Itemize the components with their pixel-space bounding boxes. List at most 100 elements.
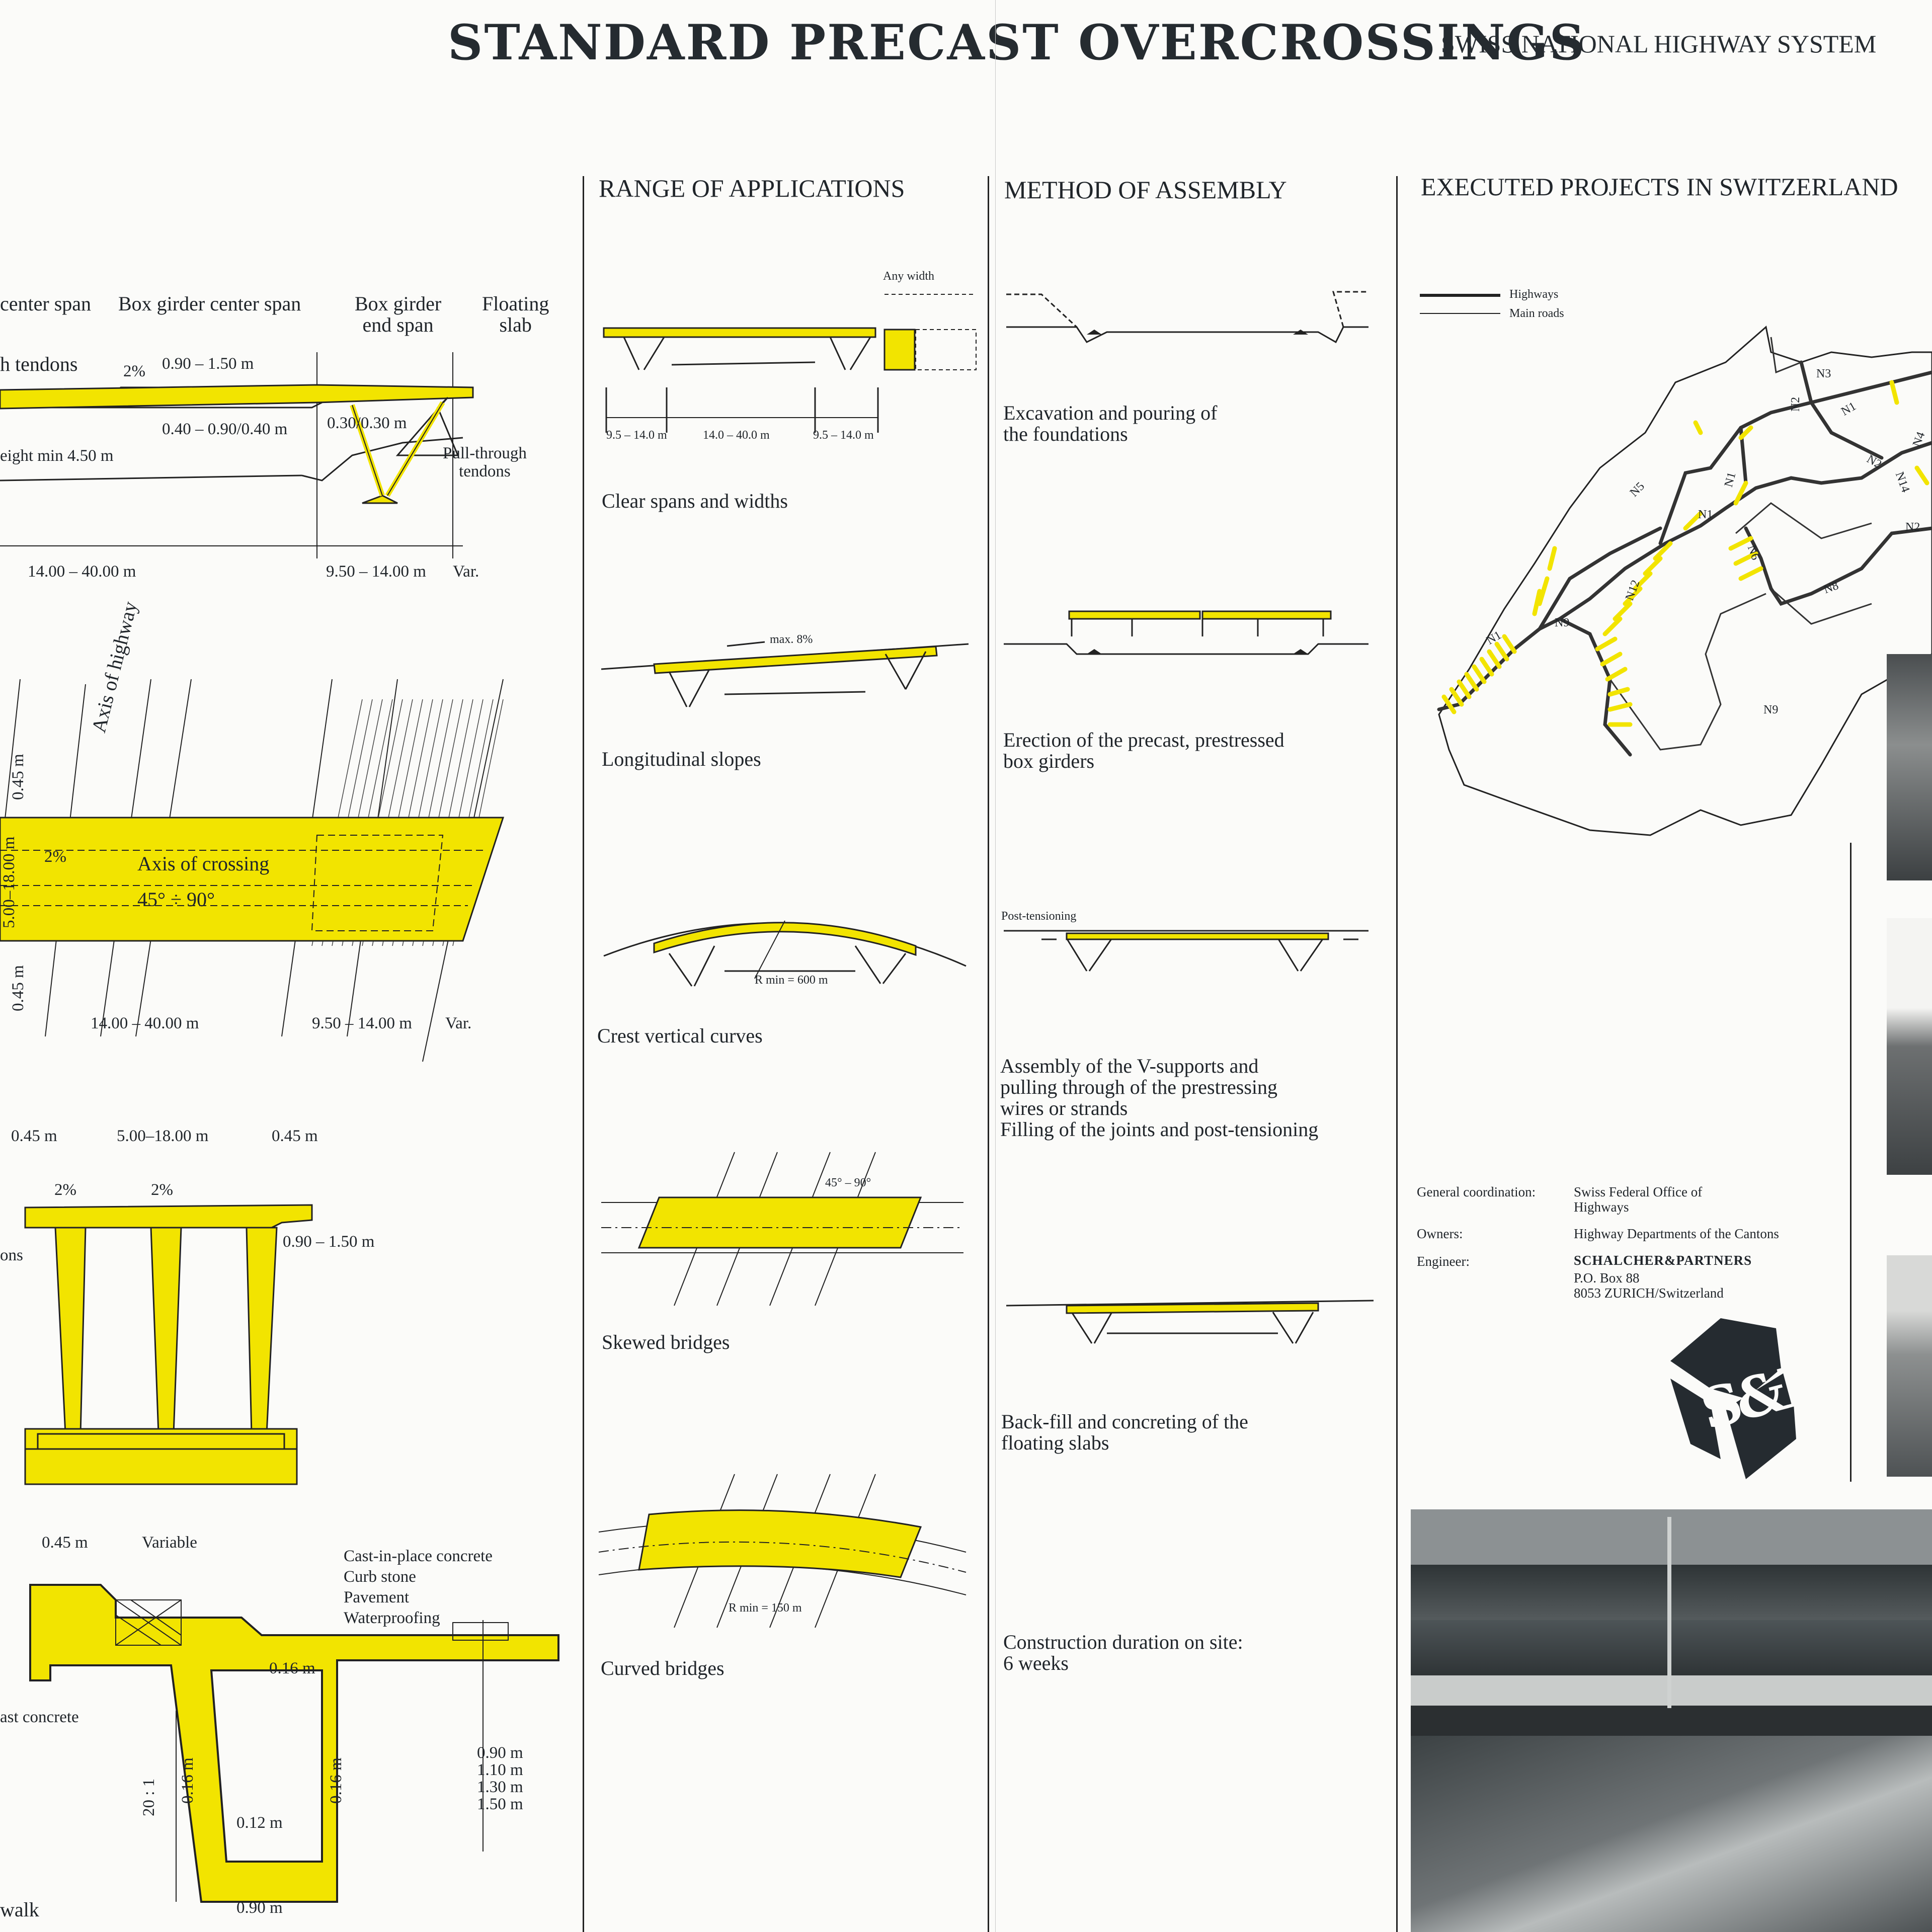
heading-projects: EXECUTED PROJECTS IN SWITZERLAND xyxy=(1421,173,1898,201)
fold-line xyxy=(995,0,996,1932)
detail-slab: 0.16 m xyxy=(269,1659,315,1677)
detail-web-right: 0.16 m xyxy=(327,1757,345,1804)
map-label-n2-east: N2 xyxy=(1905,521,1920,534)
elev-label-floating: Floating slab xyxy=(482,292,549,336)
map-label-n1-mid: N1 xyxy=(1722,470,1739,489)
detail-height-1: 0.90 m xyxy=(477,1744,523,1762)
map-label-n9-north: N9 xyxy=(1555,616,1570,629)
assembly-step-4: Back-fill and concreting of the floating… xyxy=(1001,1410,1248,1454)
assembly-step-1: Excavation and pouring of the foundation… xyxy=(1003,401,1218,445)
map-label-n1-west: N1 xyxy=(1698,508,1713,521)
map-label-n1-north: N1 xyxy=(1839,399,1859,419)
map-label-n8: N8 xyxy=(1822,579,1840,597)
page-title: STANDARD PRECAST OVERCROSSINGS xyxy=(448,14,1586,71)
detail-height-2: 1.10 m xyxy=(477,1761,523,1779)
section-right-edge: 0.45 m xyxy=(272,1127,318,1145)
divider-right xyxy=(1396,176,1398,1932)
divider-left xyxy=(583,176,584,1932)
app-span-2: 14.0 – 40.0 m xyxy=(703,429,770,442)
detail-callout-waterproofing: Waterproofing xyxy=(344,1609,440,1627)
construction-photo-3 xyxy=(1887,1255,1932,1477)
map-label-n2-mid: N2 xyxy=(1864,452,1884,471)
section-width: 5.00–18.00 m xyxy=(117,1127,209,1145)
app-note-crest: R min = 600 m xyxy=(755,974,828,987)
legend-highways: Highways xyxy=(1509,288,1559,301)
heading-assembly: METHOD OF ASSEMBLY xyxy=(1004,176,1287,204)
map-label-n3: N3 xyxy=(1816,367,1831,380)
app-caption-spans: Clear spans and widths xyxy=(602,490,788,512)
credit-owners-value: Highway Departments of the Cantons xyxy=(1574,1226,1779,1241)
map-label-n2-north: N2 xyxy=(1789,396,1803,412)
assembly-step-2: Erection of the precast, prestressed box… xyxy=(1003,729,1284,772)
plan-axis-crossing: Axis of crossing xyxy=(137,852,270,875)
left-panel-drawings xyxy=(0,352,559,1903)
elev-span-end: 9.50 – 14.00 m xyxy=(326,562,426,581)
heading-applications: RANGE OF APPLICATIONS xyxy=(599,174,905,202)
elev-depth3: 0.30/0.30 m xyxy=(327,414,407,432)
detail-callout-pavement: Pavement xyxy=(344,1588,410,1606)
section-ons: ons xyxy=(0,1246,23,1264)
app-any-width: Any width xyxy=(883,270,934,283)
app-note-curved: R min = 150 m xyxy=(729,1601,802,1615)
detail-edge: 0.45 m xyxy=(42,1534,88,1552)
map-label-n6: N6 xyxy=(1744,543,1762,562)
detail-bottom: 0.12 m xyxy=(236,1814,283,1832)
photo-border xyxy=(1850,843,1852,1482)
detail-slope: 20 : 1 xyxy=(140,1778,158,1816)
detail-height-4: 1.50 m xyxy=(477,1795,523,1813)
highway-overcrossing-photo xyxy=(1411,1509,1932,1932)
sp-logo-letters: S&P xyxy=(1694,1349,1824,1442)
app-caption-slopes: Longitudinal slopes xyxy=(602,748,761,770)
elev-span-center: 14.00 – 40.00 m xyxy=(28,562,136,581)
map-label-n5: N5 xyxy=(1627,479,1647,500)
app-span-3: 9.5 – 14.0 m xyxy=(813,429,874,442)
map-label-n1-south: N1 xyxy=(1484,628,1504,648)
detail-callout-curb: Curb stone xyxy=(344,1568,416,1586)
plan-span-center: 14.00 – 40.00 m xyxy=(91,1014,199,1032)
section-slope-b: 2% xyxy=(151,1181,173,1199)
app-span-1: 9.5 – 14.0 m xyxy=(606,429,667,442)
detail-variable: Variable xyxy=(142,1534,197,1552)
assembly-step-3: Assembly of the V-supports and pulling t… xyxy=(1000,1055,1319,1141)
divider-middle xyxy=(988,176,989,1932)
plan-var: Var. xyxy=(445,1014,472,1032)
detail-callout-cip: Cast-in-place concrete xyxy=(344,1547,493,1565)
assembly-duration: Construction duration on site: 6 weeks xyxy=(1003,1631,1243,1674)
app-caption-curved: Curved bridges xyxy=(601,1657,725,1679)
detail-precast: ast concrete xyxy=(0,1708,79,1726)
page-subtitle: SWISS NATIONAL HIGHWAY SYSTEM xyxy=(1441,30,1877,58)
credit-owners-label: Owners: xyxy=(1417,1226,1463,1241)
construction-photo-2 xyxy=(1887,918,1932,1175)
construction-photo-1 xyxy=(1887,654,1932,880)
credit-coordination-value: Swiss Federal Office of Highways xyxy=(1574,1184,1703,1215)
elev-pull-tendons: Pull-through tendons xyxy=(443,444,527,480)
elev-tendons: h tendons xyxy=(0,353,78,375)
elev-label-center: center span xyxy=(0,292,92,315)
section-depth: 0.90 – 1.50 m xyxy=(283,1233,375,1251)
app-note-slope: max. 8% xyxy=(770,633,813,646)
elev-depth1: 0.90 – 1.50 m xyxy=(162,355,254,373)
app-note-skew: 45° – 90° xyxy=(825,1176,871,1189)
elev-slope: 2% xyxy=(123,362,145,380)
map-label-n14: N14 xyxy=(1892,470,1912,495)
app-caption-crest: Crest vertical curves xyxy=(597,1024,763,1047)
elev-clearance: eight min 4.50 m xyxy=(0,447,114,465)
detail-walk: walk xyxy=(0,1898,39,1921)
map-label-n9-south: N9 xyxy=(1763,703,1779,716)
detail-width: 0.90 m xyxy=(236,1899,283,1917)
assembly-post-tensioning: Post-tensioning xyxy=(1001,910,1077,923)
detail-web-left: 0.16 m xyxy=(179,1757,197,1804)
plan-width: 5.00–18.00 m xyxy=(0,836,18,928)
plan-span-end: 9.50 – 14.00 m xyxy=(312,1014,412,1032)
map-label-n12: N12 xyxy=(1623,578,1643,603)
elev-var: Var. xyxy=(453,562,479,581)
section-left-edge: 0.45 m xyxy=(11,1127,57,1145)
legend-main-roads: Main roads xyxy=(1509,307,1564,320)
section-slope-a: 2% xyxy=(54,1181,76,1199)
map-label-n4: N4 xyxy=(1910,430,1928,449)
elev-label-box-center: Box girder center span xyxy=(118,292,301,315)
plan-slope: 2% xyxy=(44,848,66,866)
plan-edge-top: 0.45 m xyxy=(9,754,27,800)
credit-engineer-address: P.O. Box 88 8053 ZURICH/Switzerland xyxy=(1574,1270,1724,1301)
elev-depth2: 0.40 – 0.90/0.40 m xyxy=(162,420,288,438)
